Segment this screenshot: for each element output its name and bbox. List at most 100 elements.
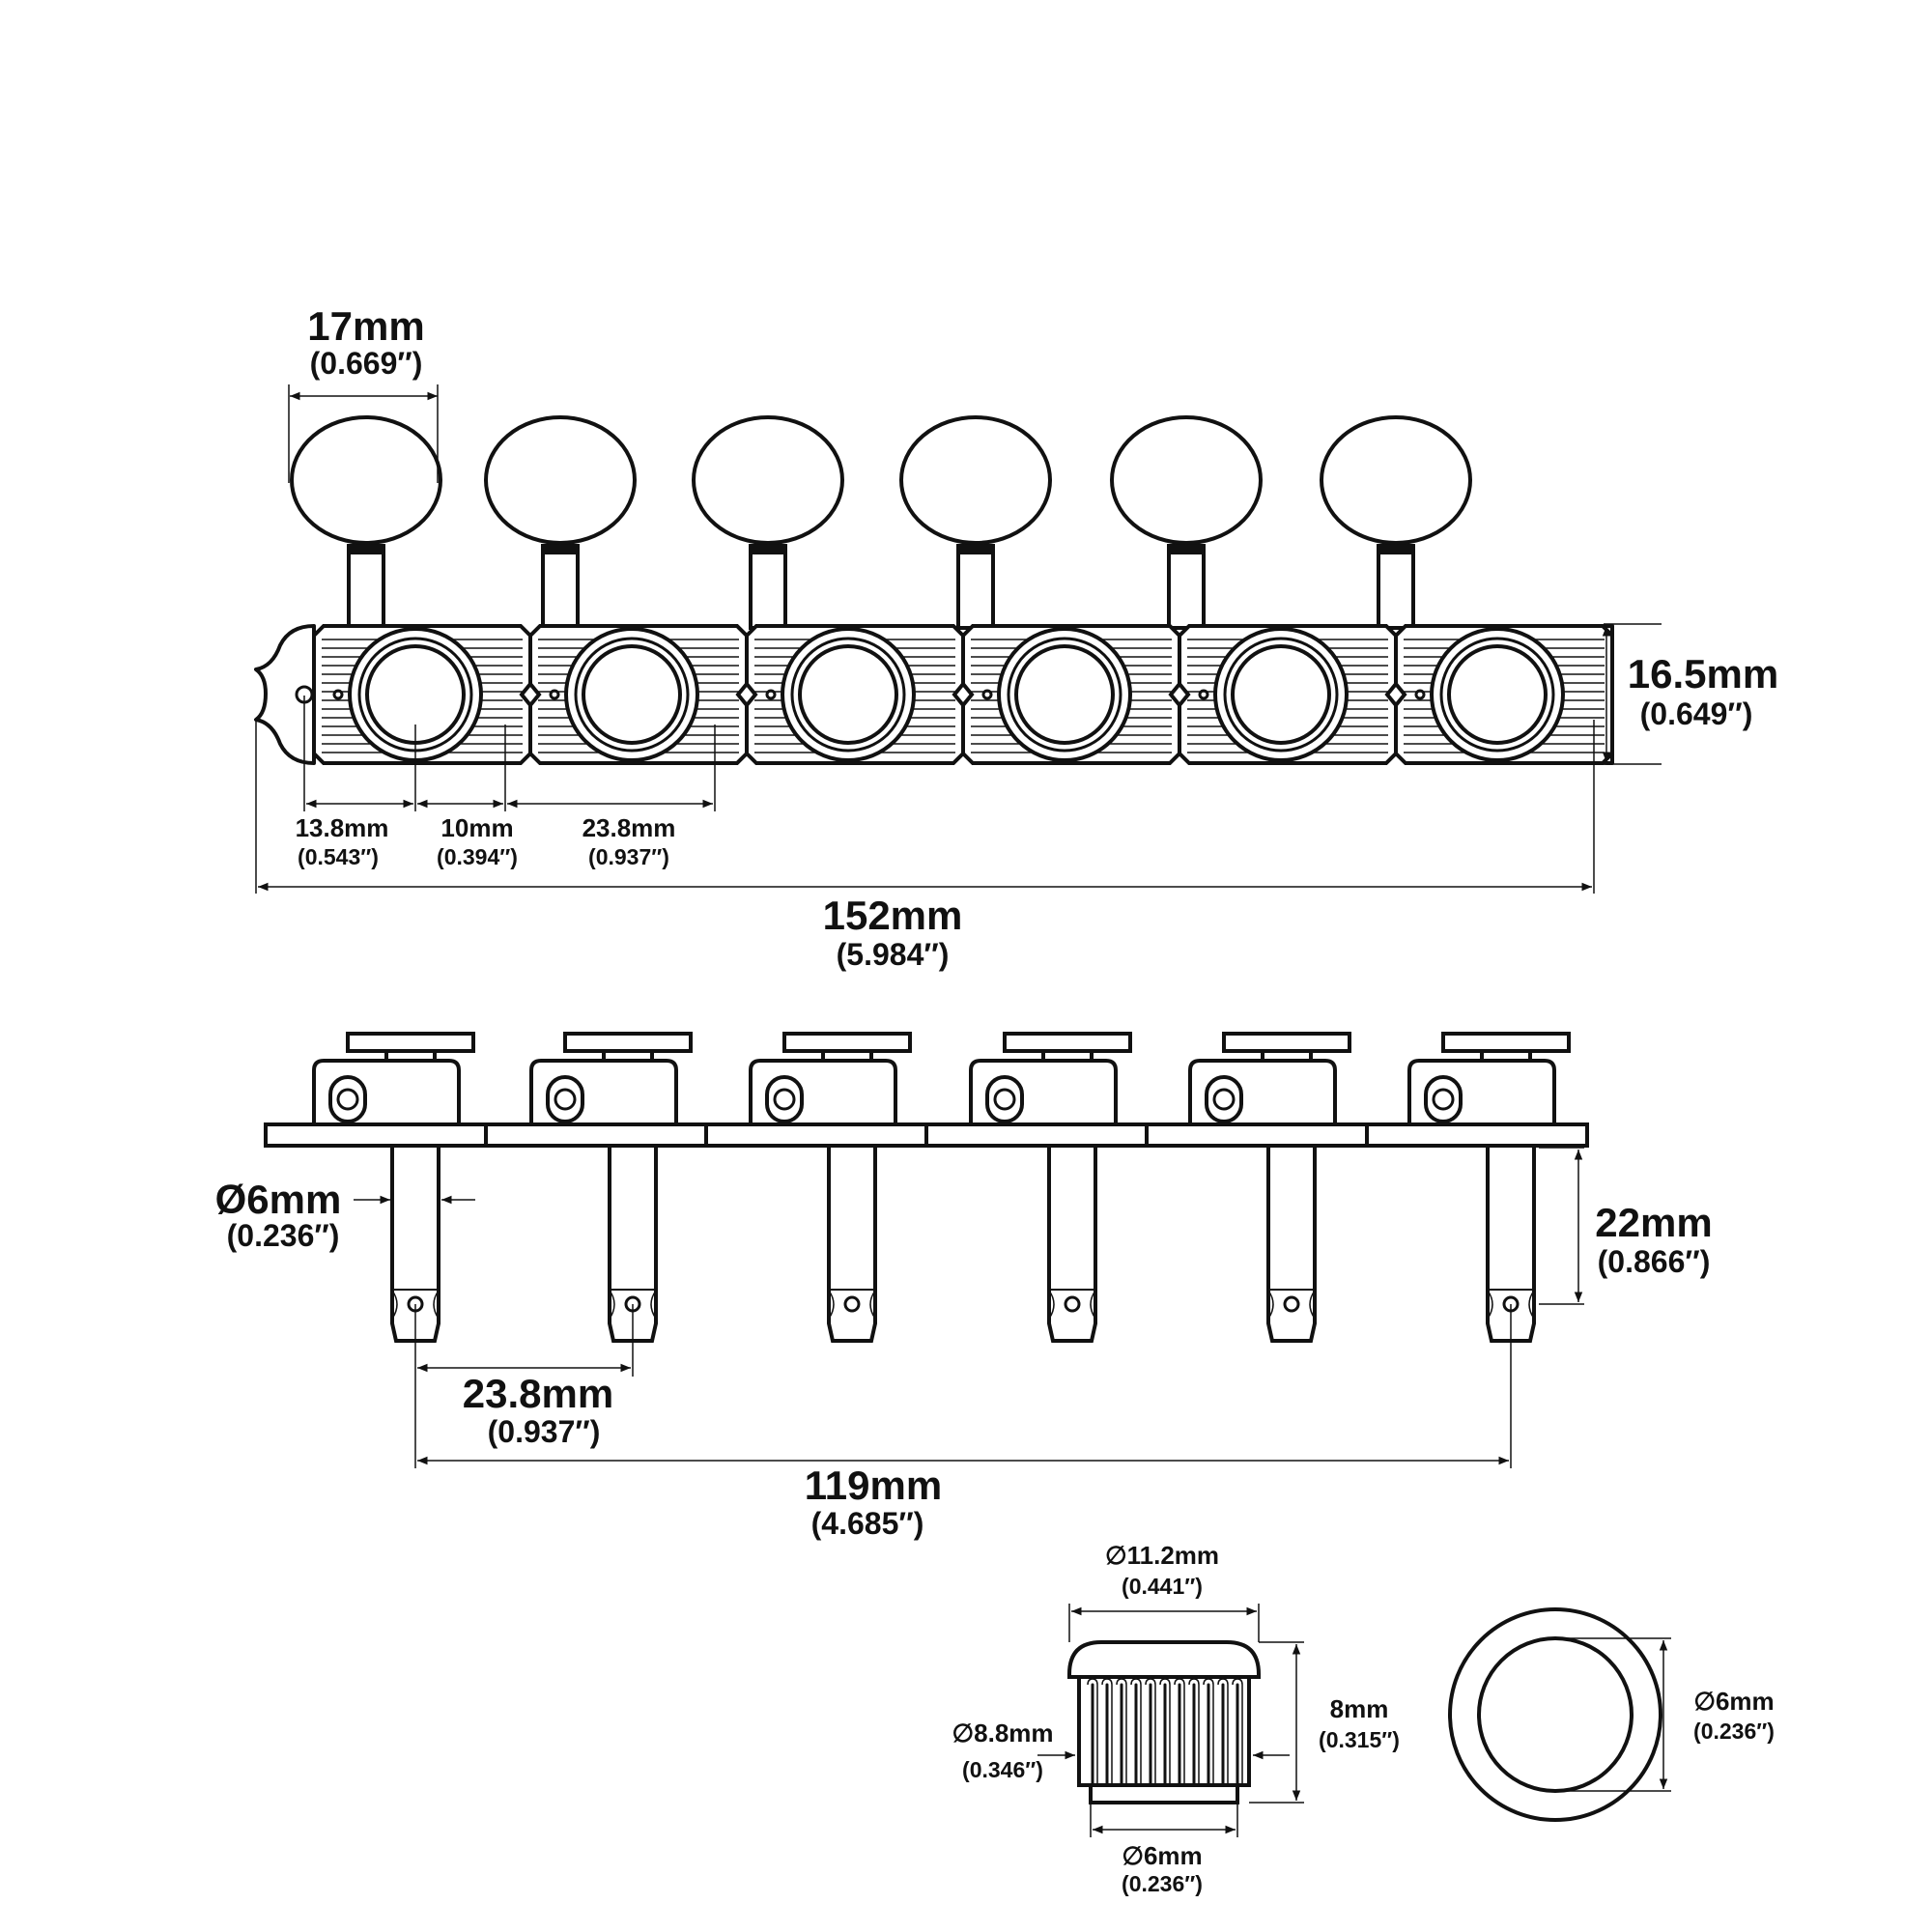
- housing-slot: [546, 1075, 584, 1123]
- bushing-top-view: ∅6mm (0.236″): [1448, 1607, 1775, 1822]
- side-plate: [924, 1122, 1149, 1148]
- housing-screw: [1212, 1088, 1236, 1111]
- joint-diamond: [952, 680, 975, 709]
- side-plate: [1365, 1122, 1589, 1148]
- post-ring-middle: [1007, 637, 1122, 753]
- segment-screw: [332, 689, 344, 700]
- string-post: [390, 1144, 440, 1293]
- button-shaft: [347, 544, 385, 630]
- post-notch: [1487, 1290, 1493, 1320]
- bushing-hole-diameter-mm: ∅6mm: [1693, 1687, 1774, 1716]
- total-length-mm: 152mm: [823, 893, 963, 938]
- tuner-button: [1110, 415, 1263, 545]
- side-plate-segments: [264, 1122, 1589, 1148]
- bushing-flute-edge: [1116, 1678, 1127, 1785]
- tuner-plate-segments: [254, 624, 1614, 765]
- post-notch: [1090, 1290, 1096, 1320]
- housing-screw: [993, 1088, 1016, 1111]
- post-diameter-inch: (0.236″): [227, 1218, 340, 1253]
- plate-height-mm: 16.5mm: [1628, 651, 1778, 696]
- string-post: [608, 1144, 658, 1293]
- string-post: [1047, 1144, 1097, 1293]
- housing-screw: [773, 1088, 796, 1111]
- post-notch: [1309, 1290, 1316, 1320]
- post-notch: [1048, 1290, 1055, 1320]
- post-notch: [609, 1290, 615, 1320]
- button-shaft: [749, 544, 787, 630]
- button-shafts: [347, 544, 1415, 630]
- segment-screw: [549, 689, 560, 700]
- bushing-flute-edge: [1159, 1678, 1171, 1785]
- hole-to-edge-mm: 10mm: [440, 813, 513, 842]
- segment-screw: [1198, 689, 1209, 700]
- side-tuner-units: [312, 1032, 1571, 1343]
- post-hole: [1014, 644, 1115, 745]
- top-dimension-lines: [255, 384, 1662, 894]
- post-diameter-mm: Ø6mm: [215, 1177, 342, 1222]
- bushing-flute-edge: [1087, 1678, 1098, 1785]
- side-plate: [264, 1122, 488, 1148]
- post-hole: [582, 644, 682, 745]
- segment-screw: [1414, 689, 1426, 700]
- bushing-flute-edge: [1188, 1678, 1200, 1785]
- housing-slot: [1424, 1075, 1463, 1123]
- knob-cap: [346, 1032, 475, 1053]
- post-string-hole: [843, 1295, 861, 1313]
- post-notch: [1528, 1290, 1535, 1320]
- bushing-inner-diameter-inch: (0.236″): [1122, 1871, 1203, 1896]
- total-length-inch: (5.984″): [837, 937, 950, 972]
- post-string-hole: [1064, 1295, 1081, 1313]
- knob-cap: [1441, 1032, 1571, 1053]
- top-dimension-labels: 17mm (0.669″) 16.5mm (0.649″) 13.8mm (0.…: [296, 303, 1779, 972]
- post-notch: [869, 1290, 876, 1320]
- bushing-flute-edge: [1174, 1678, 1185, 1785]
- post-notch: [1267, 1290, 1274, 1320]
- knob-cap: [1222, 1032, 1351, 1053]
- button-shaft: [541, 544, 580, 630]
- bushing-flute-edge: [1217, 1678, 1229, 1785]
- bushing-top-diameter-mm: ∅11.2mm: [1105, 1541, 1219, 1570]
- bushing-height-inch: (0.315″): [1319, 1727, 1400, 1752]
- joint-diamond: [1384, 680, 1407, 709]
- bushing-inner-hole: [1477, 1636, 1634, 1793]
- bushing-side-view: ∅11.2mm (0.441″) ∅8.8mm (0.346″) 8mm (0.…: [952, 1541, 1399, 1896]
- side-dimension-lines: [354, 1147, 1584, 1468]
- plate-height-inch: (0.649″): [1640, 696, 1753, 731]
- side-plate: [704, 1122, 928, 1148]
- edge-to-hole-mm: 13.8mm: [296, 813, 389, 842]
- bushing-body-diameter-inch: (0.346″): [962, 1757, 1043, 1782]
- post-notch: [828, 1290, 835, 1320]
- post-span-inch: (4.685″): [811, 1506, 924, 1541]
- knob-cap: [782, 1032, 912, 1053]
- bushing-flute-edge: [1130, 1678, 1142, 1785]
- string-post: [1486, 1144, 1536, 1293]
- edge-to-hole-inch: (0.543″): [298, 844, 379, 869]
- post-ring-middle: [574, 637, 690, 753]
- post-ring-middle: [1223, 637, 1339, 753]
- segment-spacing-inch: (0.937″): [588, 844, 669, 869]
- post-ring-middle: [1439, 637, 1555, 753]
- string-post: [1266, 1144, 1317, 1293]
- tuner-button: [290, 415, 442, 545]
- segment-spacing-mm: 23.8mm: [582, 813, 676, 842]
- post-notch: [433, 1290, 440, 1320]
- housing-screw: [1432, 1088, 1455, 1111]
- side-dimension-labels: Ø6mm (0.236″) 22mm (0.866″) 23.8mm (0.93…: [215, 1177, 1713, 1541]
- post-ring-middle: [790, 637, 906, 753]
- post-hole: [1447, 644, 1548, 745]
- bushing-height-mm: 8mm: [1330, 1694, 1389, 1723]
- bushing-inner-diameter-mm: ∅6mm: [1122, 1841, 1202, 1870]
- tuner-button: [899, 415, 1052, 545]
- housing-screw: [336, 1088, 359, 1111]
- housing-screw: [554, 1088, 577, 1111]
- tuner-button: [1320, 415, 1472, 545]
- bushing-flange: [1067, 1640, 1261, 1679]
- bushing-flute-edge: [1145, 1678, 1156, 1785]
- post-string-hole: [1283, 1295, 1300, 1313]
- housing-slot: [1205, 1075, 1243, 1123]
- button-width-mm: 17mm: [307, 303, 424, 349]
- top-view: [254, 415, 1614, 765]
- string-post: [827, 1144, 877, 1293]
- hole-to-edge-inch: (0.394″): [437, 844, 518, 869]
